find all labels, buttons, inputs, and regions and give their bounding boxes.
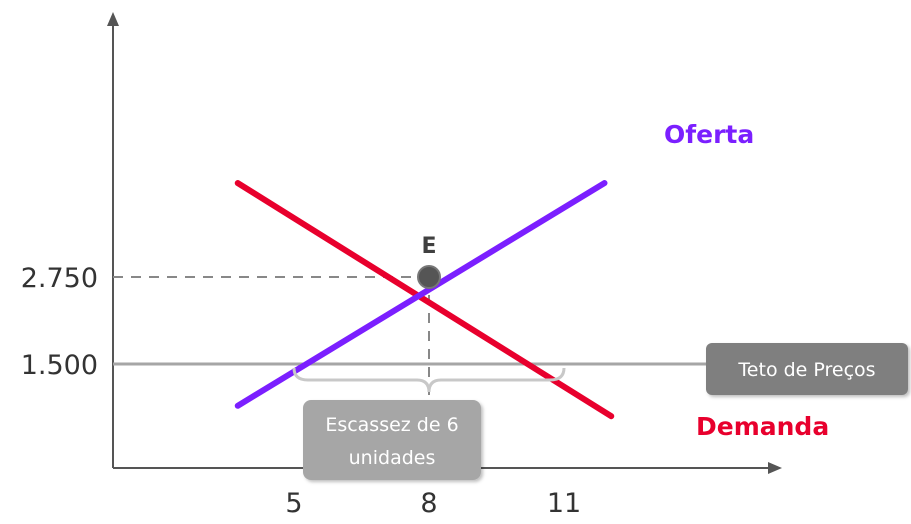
shortage-label-line1: Escassez de 6 [325,414,458,436]
x-axis-arrow [768,462,782,474]
x-tick-label: 8 [420,488,437,519]
price-ceiling-box [706,343,908,395]
equilibrium-label: E [421,234,436,259]
y-tick-label: 2.750 [21,263,98,294]
supply-line [234,180,608,409]
price-ceiling-label: Teto de Preços [737,359,875,381]
x-tick-label: 11 [547,488,581,519]
demand-series-label: Demanda [696,412,829,441]
x-tick-label: 5 [285,488,302,519]
demand-line [234,180,615,420]
supply-series-label: Oferta [664,120,754,149]
shortage-box [303,400,481,480]
shortage-brace [292,367,566,393]
y-axis-arrow [107,12,119,26]
y-tick-label: 1.500 [21,350,98,381]
shortage-label-line2: unidades [349,447,436,469]
equilibrium-point [417,265,441,289]
